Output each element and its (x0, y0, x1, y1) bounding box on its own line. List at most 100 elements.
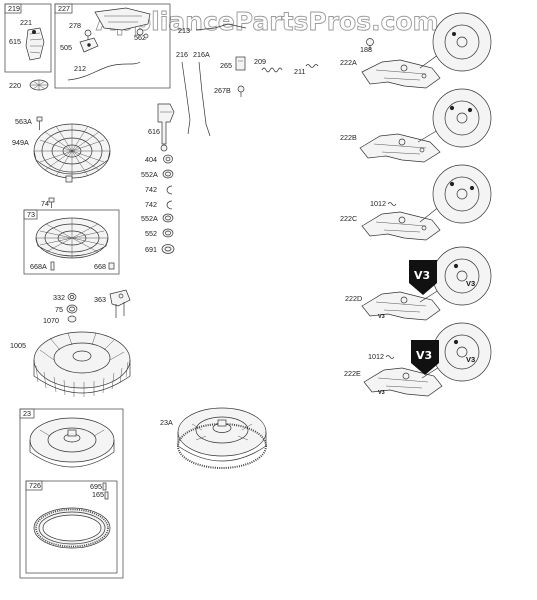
part-23a-flywheel-with-ring-gear[interactable] (177, 407, 267, 469)
box-73: 73 668A 668 (23, 209, 120, 275)
box-227-frame (54, 3, 171, 89)
part-265-clip[interactable] (235, 56, 246, 71)
part-267b-screw[interactable] (237, 85, 245, 97)
part-222b-assembly[interactable] (359, 88, 492, 163)
part-74-screw[interactable] (48, 197, 55, 208)
part-23-flywheel[interactable] (29, 417, 115, 468)
part-668-label[interactable]: 668 (94, 262, 106, 271)
v3-badge-222d: V3 (409, 260, 437, 295)
part-1005-label[interactable]: 1005 (10, 341, 26, 350)
part-668a-label[interactable]: 668A (30, 262, 47, 271)
part-267b-label[interactable]: 267B (214, 86, 231, 95)
part-742-clip-2[interactable] (166, 200, 173, 210)
part-332-label[interactable]: 332 (53, 293, 65, 302)
part-222e-assembly[interactable]: V3 V3 (363, 322, 492, 397)
part-691-label[interactable]: 691 (145, 245, 157, 254)
part-216a-label[interactable]: 216A (193, 50, 210, 59)
part-1012-spring-1[interactable] (387, 202, 397, 206)
part-552a-icon-2[interactable] (162, 213, 174, 223)
part-949a-rotating-screen[interactable] (33, 123, 111, 183)
part-563a-screw[interactable] (36, 116, 43, 130)
part-668-nut[interactable] (108, 262, 115, 270)
part-278-screw[interactable] (84, 29, 92, 41)
part-212-wire[interactable] (67, 61, 141, 81)
part-212-label[interactable]: 212 (74, 64, 86, 73)
part-222d-label[interactable]: 222D (345, 294, 362, 303)
box-227-tag (54, 3, 73, 14)
part-1070-label[interactable]: 1070 (43, 316, 59, 325)
part-278-label[interactable]: 278 (69, 21, 81, 30)
part-265-label[interactable]: 265 (220, 61, 232, 70)
part-404-icon[interactable] (163, 154, 173, 164)
v3-plate-label-222d: V3 (378, 314, 385, 320)
part-691-icon[interactable] (161, 244, 175, 254)
part-616-governor-shaft[interactable] (157, 103, 175, 152)
box-726-tag (25, 480, 43, 491)
part-615-label[interactable]: 615 (9, 37, 21, 46)
part-220-icon[interactable] (29, 79, 49, 91)
part-209-label[interactable]: 209 (254, 57, 266, 66)
part-23a-label[interactable]: 23A (160, 418, 173, 427)
part-213-link[interactable] (195, 23, 247, 31)
box-219: 219 221 615 (4, 3, 52, 73)
box-219-tag (4, 3, 22, 14)
part-75-label[interactable]: 75 (55, 305, 63, 314)
part-213-label[interactable]: 213 (178, 26, 190, 35)
part-222a-assembly[interactable] (361, 12, 492, 89)
part-563a-label[interactable]: 563A (15, 117, 32, 126)
part-552a-label-1[interactable]: 552A (141, 170, 158, 179)
part-211-label[interactable]: 211 (294, 67, 305, 76)
part-165-label[interactable]: 165 (92, 490, 104, 499)
part-165-screw[interactable] (104, 491, 109, 500)
part-332-icon[interactable] (67, 293, 77, 301)
part-1012-label-2[interactable]: 1012 (368, 352, 384, 361)
part-1005-flywheel-fan[interactable] (33, 331, 131, 397)
part-505-bracket[interactable] (79, 37, 99, 53)
part-562-control-plate[interactable] (94, 7, 151, 39)
part-363-bracket[interactable] (109, 289, 131, 318)
part-742-label-2[interactable]: 742 (145, 200, 157, 209)
part-188-label[interactable]: 188 (360, 45, 372, 54)
part-1012-spring-2[interactable] (385, 355, 395, 359)
part-949a-label[interactable]: 949A (12, 138, 29, 147)
part-75-icon[interactable] (66, 304, 78, 314)
part-1070-icon[interactable] (67, 315, 77, 323)
part-222b-label[interactable]: 222B (340, 133, 357, 142)
part-222e-label[interactable]: 222E (344, 369, 361, 378)
part-552a-label-2[interactable]: 552A (141, 214, 158, 223)
part-220-label[interactable]: 220 (9, 81, 21, 90)
box-23-tag (19, 408, 35, 419)
part-562-label[interactable]: 562 (134, 33, 146, 42)
part-216-rod[interactable] (181, 61, 191, 135)
part-216a-rod[interactable] (198, 61, 211, 137)
part-73-screen[interactable] (35, 217, 109, 259)
part-742-label-1[interactable]: 742 (145, 185, 157, 194)
box-227-label: 227 (58, 4, 70, 13)
box-23-label: 23 (23, 409, 31, 418)
part-404-label[interactable]: 404 (145, 155, 157, 164)
part-695-screw[interactable] (102, 482, 107, 491)
part-221-label[interactable]: 221 (20, 18, 32, 27)
part-695-label[interactable]: 695 (90, 482, 102, 491)
part-668a-screw[interactable] (50, 261, 55, 271)
part-211-spring[interactable] (305, 64, 319, 68)
part-1012-label-1[interactable]: 1012 (370, 199, 386, 208)
part-222c-assembly[interactable] (361, 164, 492, 241)
part-552a-icon-1[interactable] (162, 169, 174, 179)
part-726-ring-gear[interactable] (33, 507, 111, 549)
part-74-label[interactable]: 74 (41, 199, 49, 208)
part-505-label[interactable]: 505 (60, 43, 72, 52)
part-222c-label[interactable]: 222C (340, 214, 357, 223)
v3-badge-text-222d: V3 (414, 269, 430, 282)
part-742-clip-1[interactable] (166, 185, 173, 195)
part-222d-assembly[interactable]: V3 V3 (361, 246, 492, 321)
part-363-label[interactable]: 363 (94, 295, 106, 304)
part-615-bracket[interactable] (25, 27, 45, 61)
part-552-icon[interactable] (162, 228, 174, 238)
part-216-label[interactable]: 216 (176, 50, 188, 59)
part-209-spring[interactable] (261, 67, 283, 73)
part-552-label[interactable]: 552 (145, 229, 157, 238)
part-188-screw[interactable] (366, 38, 374, 51)
part-616-label[interactable]: 616 (148, 127, 160, 136)
part-222a-label[interactable]: 222A (340, 58, 357, 67)
